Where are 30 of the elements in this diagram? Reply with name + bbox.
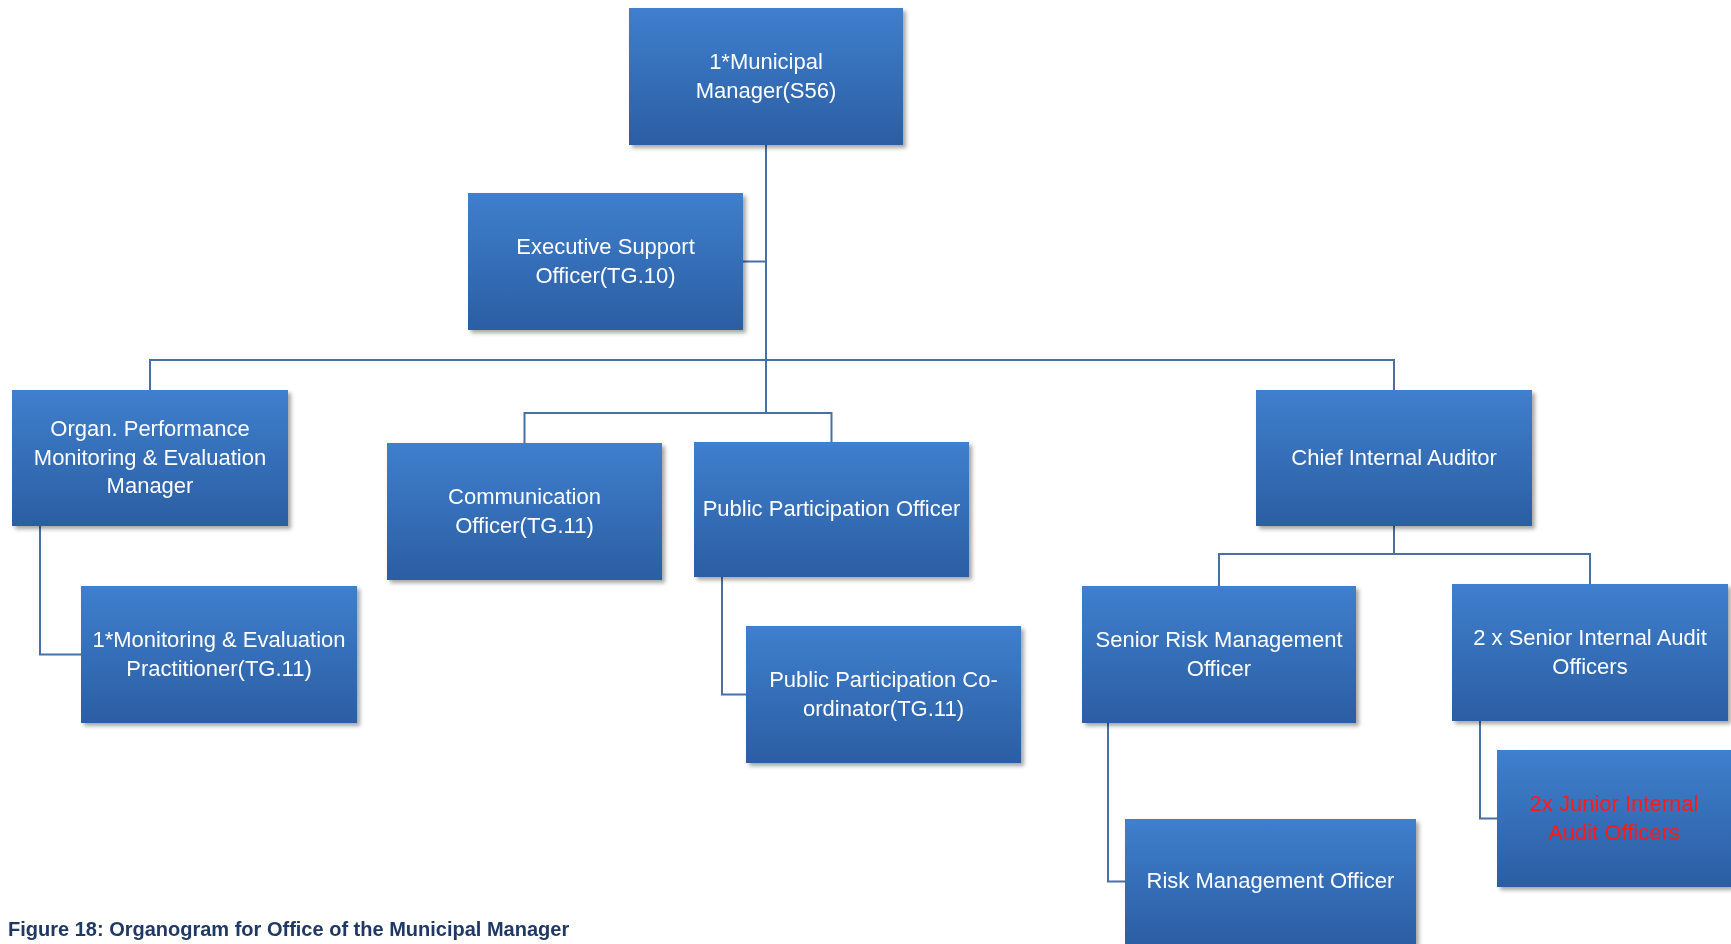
position-box [1497, 750, 1731, 887]
position-box [1082, 586, 1356, 723]
position-title: 1*Monitoring & Evaluation Practitioner(TG.11) [91, 625, 347, 683]
position-title: Organ. Performance Monitoring & Evaluation Manager [32, 415, 268, 501]
position-box [629, 8, 903, 145]
position-box [694, 442, 969, 577]
position-title: Communication Officer(TG.11) [447, 482, 602, 540]
position-box [468, 193, 743, 330]
connector-line [1107, 722, 1126, 883]
position-title: Risk Management Officer [1146, 867, 1395, 896]
connector-line [39, 525, 82, 656]
connector-line [1393, 525, 1591, 585]
position-title: 2 x Senior Internal Audit Officers [1472, 623, 1708, 681]
position-box [387, 443, 662, 580]
connector-line [721, 576, 747, 696]
position-box [746, 626, 1021, 763]
position-title: Public Participation Officer [702, 495, 961, 524]
position-title: Senior Risk Management Officer [1094, 625, 1344, 683]
position-title: Public Participation Co-ordinator(TG.11) [768, 665, 999, 723]
position-box [1452, 584, 1728, 721]
connector-line [1479, 720, 1498, 820]
position-box [81, 586, 357, 723]
figure-caption: Figure 18: Organogram for Office of the Municipal Manager [8, 918, 570, 941]
position-title: 1*Municipal Manager(S56) [694, 47, 838, 105]
position-title: 2x Junior Internal Audit Officers [1528, 789, 1700, 847]
position-box [12, 390, 288, 526]
position-box [1256, 390, 1532, 526]
position-title: Executive Support Officer(TG.10) [515, 232, 696, 290]
position-box [1125, 819, 1416, 944]
position-title: Chief Internal Auditor [1291, 443, 1497, 472]
